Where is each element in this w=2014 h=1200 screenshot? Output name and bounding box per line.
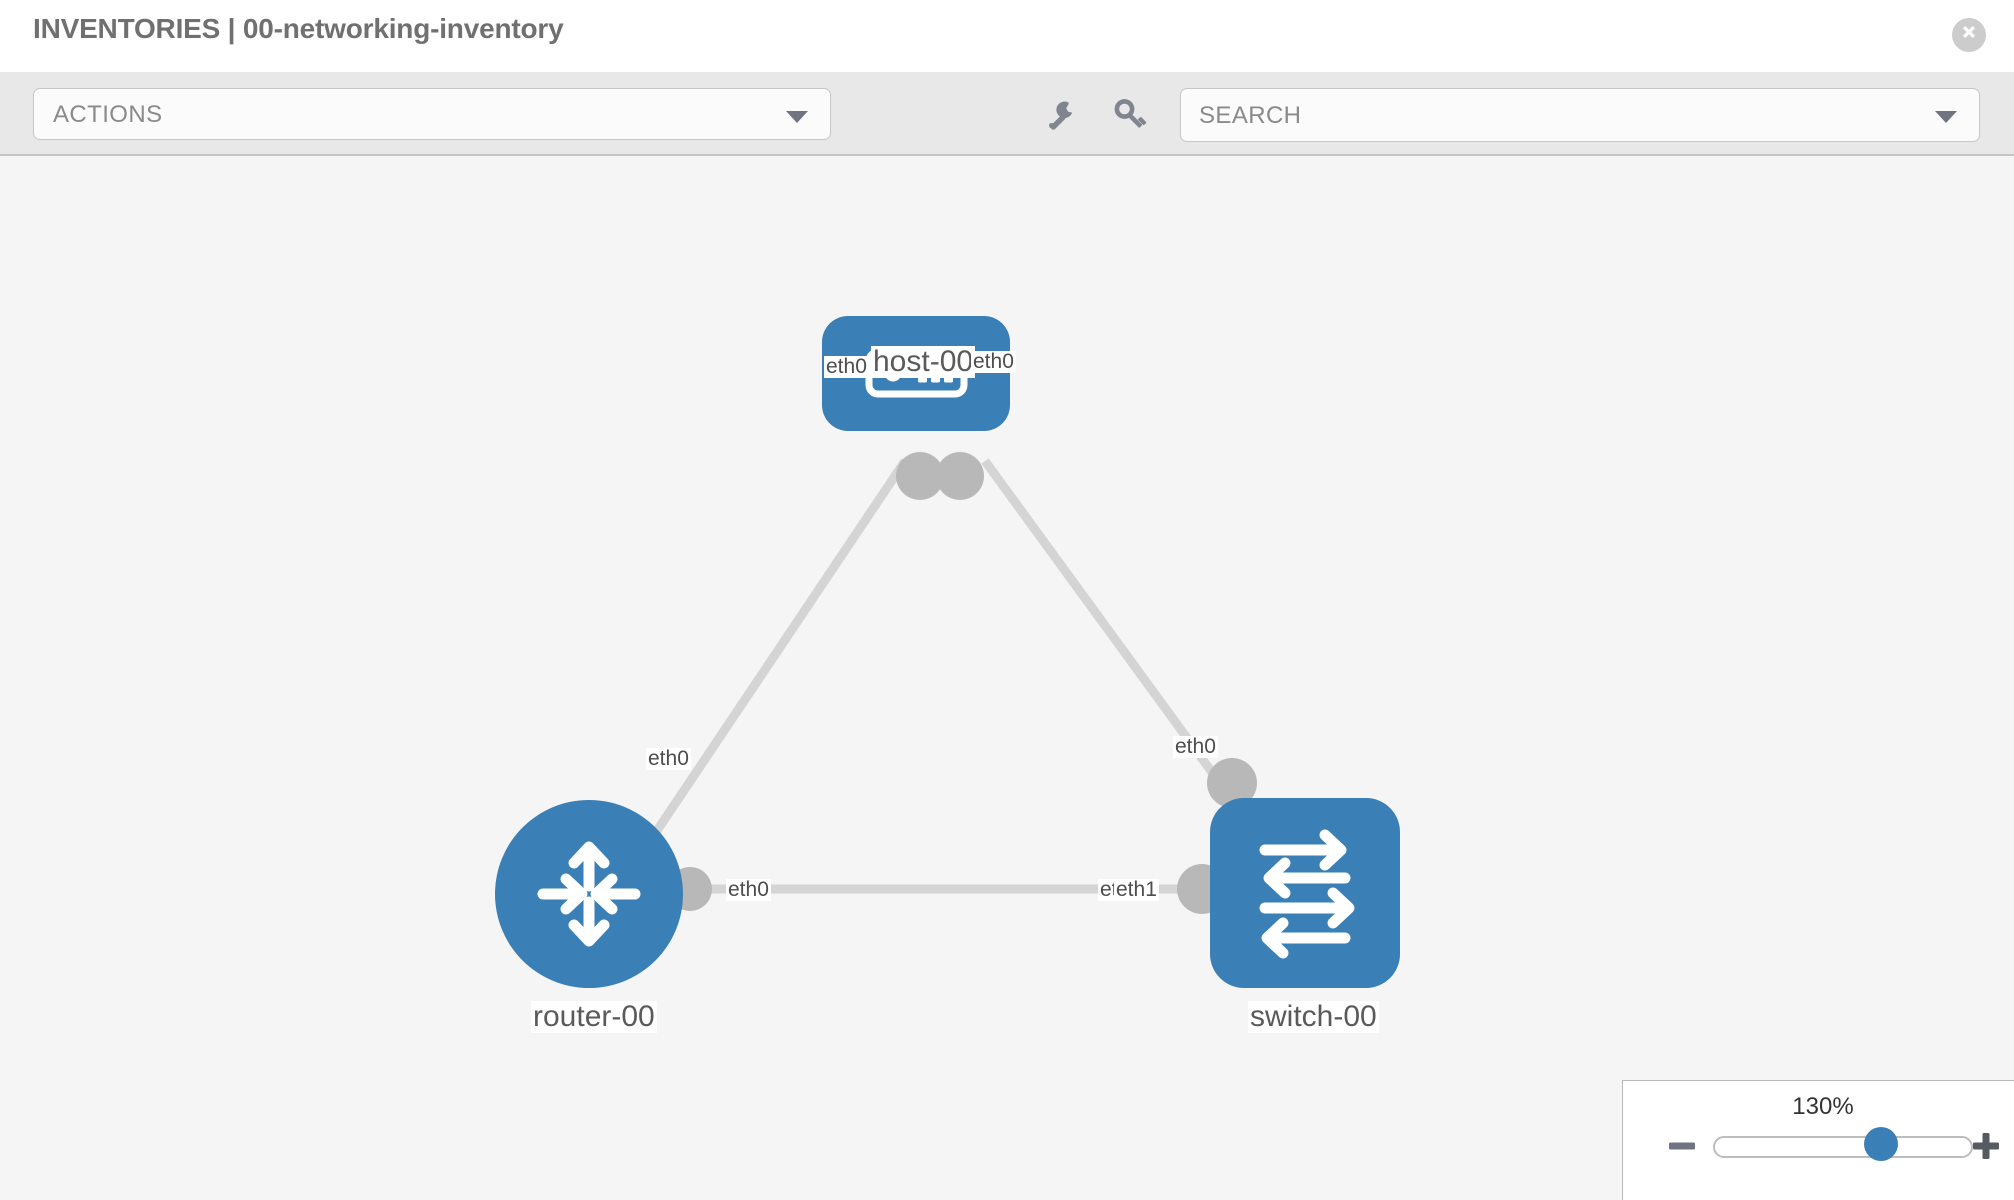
- actions-dropdown[interactable]: ACTIONS: [33, 88, 831, 140]
- node-label-host-00: host-00: [871, 345, 976, 378]
- interface-node-host-left[interactable]: [896, 452, 944, 500]
- link-group: [636, 458, 1226, 894]
- topology-graph: [495, 316, 1400, 988]
- router-arrows-icon: [537, 841, 641, 947]
- node-switch-00-shape[interactable]: [1210, 798, 1400, 988]
- zoom-control-panel: 130%: [1622, 1080, 2014, 1200]
- minus-icon: [1669, 1142, 1695, 1150]
- close-glyph: [1963, 26, 1975, 38]
- chevron-down-icon[interactable]: [1935, 111, 1957, 123]
- switch-arrows-icon: [1259, 829, 1355, 959]
- zoom-in-button[interactable]: [1969, 1129, 2003, 1163]
- plus-icon: [1973, 1133, 1999, 1159]
- node-label-router-00: router-00: [531, 1000, 657, 1033]
- chevron-down-icon: [786, 111, 808, 123]
- interface-label-router-eth0: eth0: [726, 878, 771, 902]
- page-title: INVENTORIES | 00-networking-inventory: [33, 13, 564, 44]
- toolbar: ACTIONS SEARCH: [0, 72, 2014, 156]
- interface-node-switch-eth0[interactable]: [1207, 758, 1257, 808]
- interface-label-host-eth0-right: eth0: [971, 350, 1016, 374]
- node-label-switch-00: switch-00: [1248, 1000, 1379, 1033]
- node-switch-00[interactable]: [1210, 798, 1400, 988]
- zoom-out-button[interactable]: [1665, 1129, 1699, 1163]
- interface-label-router-eth0-uplink: eth0: [646, 747, 691, 771]
- page-header: INVENTORIES | 00-networking-inventory: [0, 0, 2014, 72]
- link-host-switch[interactable]: [981, 458, 1226, 789]
- topology-canvas[interactable]: host-00 router-00 switch-00 eth0 eth0 et…: [0, 156, 2014, 1200]
- search-input[interactable]: SEARCH: [1180, 88, 1980, 142]
- key-icon[interactable]: [1110, 94, 1150, 134]
- interface-node-host-right[interactable]: [936, 452, 984, 500]
- actions-dropdown-label: ACTIONS: [53, 101, 163, 128]
- link-host-router[interactable]: [636, 458, 909, 859]
- interface-label-host-eth0-left: eth0: [824, 355, 869, 379]
- wrench-icon[interactable]: [1043, 94, 1083, 134]
- zoom-level-label: 130%: [1792, 1093, 1854, 1120]
- key-glyph: [1114, 99, 1147, 128]
- zoom-slider-track[interactable]: [1713, 1136, 1973, 1158]
- node-router-00[interactable]: [495, 800, 683, 988]
- wrench-glyph: [1049, 101, 1073, 130]
- interface-label-switch-eth0-uplink: eth0: [1173, 735, 1218, 759]
- search-placeholder: SEARCH: [1199, 102, 1302, 129]
- interface-label-switch-eth1: eth1: [1114, 878, 1159, 902]
- node-router-00-shape[interactable]: [495, 800, 683, 988]
- zoom-slider-thumb[interactable]: [1864, 1127, 1899, 1161]
- close-icon[interactable]: [1952, 18, 1986, 52]
